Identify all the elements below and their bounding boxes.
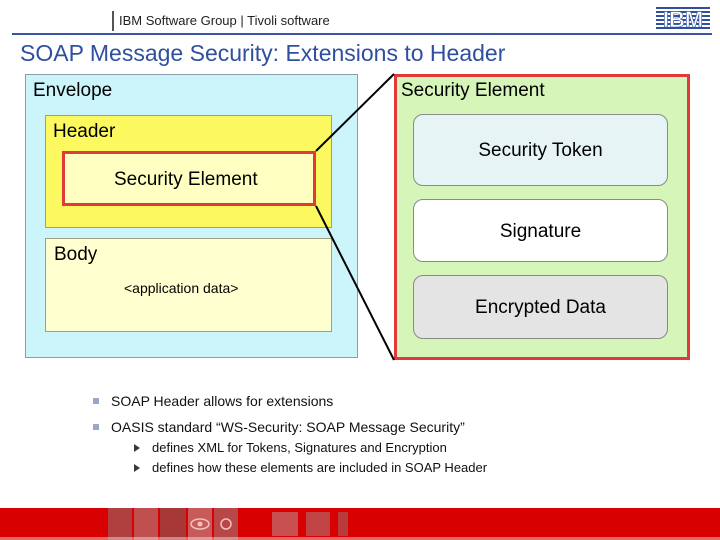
footer-tile: [306, 512, 330, 536]
security-token-label: Security Token: [478, 140, 603, 161]
bullet-square-icon: [93, 398, 99, 404]
title-rule: [12, 33, 712, 35]
slide-title: SOAP Message Security: Extensions to Hea…: [20, 40, 506, 66]
inner-security-element-label: Security Element: [114, 169, 258, 190]
bullet-square-icon: [93, 424, 99, 430]
bullet-1: SOAP Header allows for extensions: [111, 393, 334, 409]
header-divider: [112, 11, 114, 31]
footer-edge: [0, 537, 720, 540]
header-label: Header: [53, 121, 116, 142]
signature-label: Signature: [499, 221, 582, 242]
bullet-2: OASIS standard “WS-Security: SOAP Messag…: [111, 419, 465, 435]
group-title: IBM Software Group | Tivoli software: [119, 13, 330, 28]
envelope-label: Envelope: [33, 80, 113, 101]
footer-tile: [338, 512, 348, 536]
footer-tile: [272, 512, 298, 536]
inner-security-element-box: [62, 151, 316, 206]
body-label: Body: [54, 244, 98, 265]
signature-box: Signature: [413, 199, 668, 262]
application-data-text: <application data>: [124, 280, 239, 296]
bullet-arrow-icon: [134, 444, 140, 452]
security-token-box: Security Token: [413, 114, 668, 186]
sub-bullet-2: defines how these elements are included …: [152, 460, 488, 475]
ibm-logo: IBM: [656, 7, 710, 31]
sub-bullet-1: defines XML for Tokens, Signatures and E…: [152, 440, 447, 455]
footer-image-strip: [108, 508, 238, 540]
encrypted-data-box: Encrypted Data: [413, 275, 668, 339]
outer-security-element-label: Security Element: [401, 80, 545, 101]
bullet-arrow-icon: [134, 464, 140, 472]
body-box: [45, 238, 332, 332]
svg-text:IBM: IBM: [663, 7, 703, 31]
encrypted-data-label: Encrypted Data: [475, 297, 606, 318]
